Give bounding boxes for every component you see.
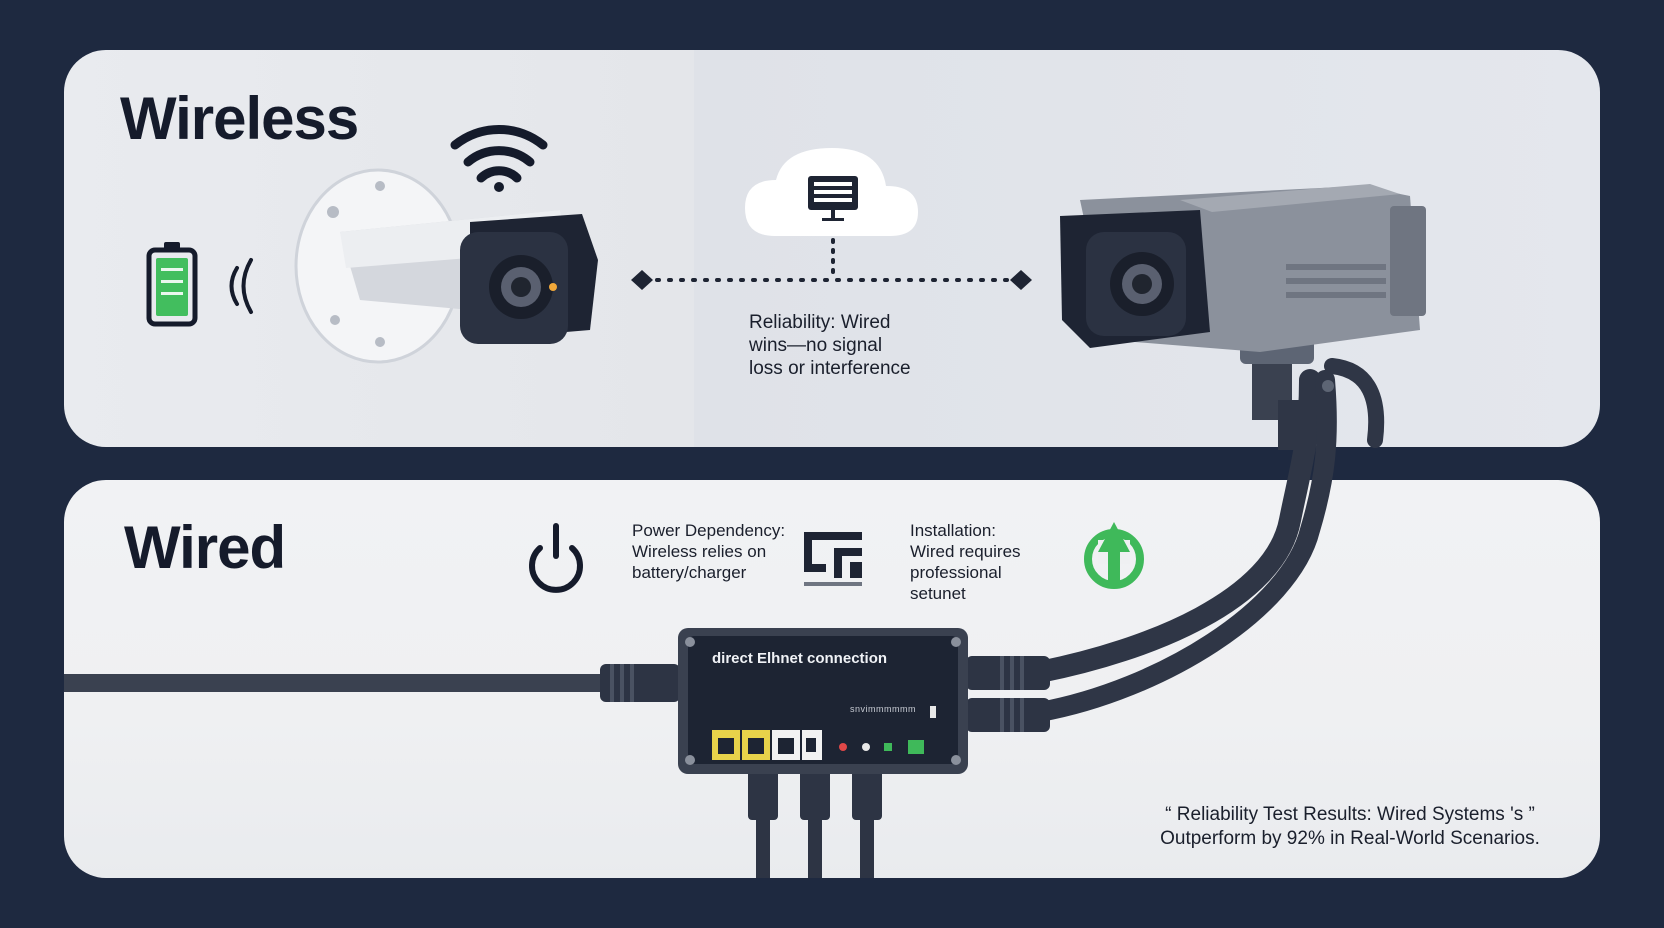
ethernet-switch-icon <box>678 628 968 774</box>
power-line: Wireless relies on <box>632 541 767 561</box>
bullet-camera-icon <box>294 168 598 364</box>
battery-icon <box>146 242 198 327</box>
signal-waves-icon <box>229 258 253 314</box>
installation-arrow-icon <box>1084 522 1144 589</box>
wired-title: Wired <box>124 514 286 581</box>
quote-close-mark: ” <box>1528 804 1535 825</box>
switch-model-text: snvimmmmmm <box>850 704 916 714</box>
reliability-note: Reliability: Wired wins—no signal loss o… <box>749 312 969 380</box>
down-cables <box>748 770 882 878</box>
quote-text-2: Outperform by 92% in Real-World Scenario… <box>1160 827 1540 849</box>
quote-text-1: Reliability Test Results: Wired Systems … <box>1176 804 1524 825</box>
installation-note: Installation: Wired requires professiona… <box>910 521 1070 605</box>
install-line: Wired requires <box>910 541 1021 561</box>
left-cable <box>64 664 680 702</box>
reliability-line: wins—no signal <box>749 334 883 356</box>
dotted-connection <box>631 238 1032 290</box>
quote-line-1: “ Reliability Test Results: Wired System… <box>1110 803 1590 827</box>
reliability-quote: “ Reliability Test Results: Wired System… <box>1110 803 1590 851</box>
reliability-line: loss or interference <box>749 357 911 379</box>
cloud-server-icon <box>745 148 918 236</box>
power-line: Power Dependency: <box>632 521 786 540</box>
reliability-line: Reliability: Wired <box>749 312 891 333</box>
power-line: battery/charger <box>632 562 747 582</box>
install-line: setunet <box>910 583 966 603</box>
install-line: Installation: <box>910 521 996 540</box>
power-dependency-note: Power Dependency: Wireless relies on bat… <box>632 521 812 584</box>
quote-open-mark: “ <box>1165 804 1172 825</box>
install-line: professional <box>910 562 1002 582</box>
switch-label: direct Elhnet connection <box>712 650 888 667</box>
wired-camera-icon <box>1060 184 1426 450</box>
camera-cable <box>1029 369 1337 722</box>
power-icon <box>529 523 583 593</box>
wifi-icon <box>450 124 548 192</box>
circuit-icon <box>804 532 862 586</box>
right-plugs <box>966 656 1050 732</box>
wireless-title: Wireless <box>120 85 359 152</box>
